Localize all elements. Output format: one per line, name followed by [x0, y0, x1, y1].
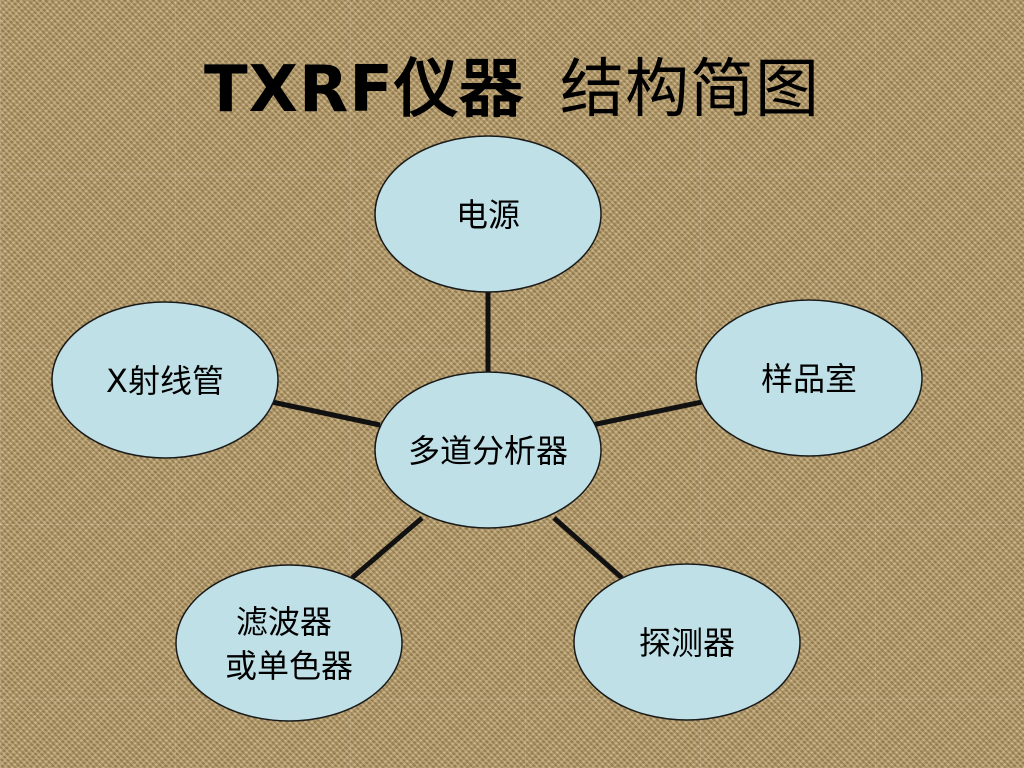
edge-sample-chamber: [591, 399, 703, 428]
node-xray-tube: X射线管: [51, 301, 279, 459]
node-filter-label: 滤波器 或单色器: [225, 603, 353, 685]
node-sample-chamber: 样品室: [695, 299, 923, 457]
node-filter: 滤波器 或单色器: [175, 564, 403, 722]
node-detector-line-1: 探测器: [639, 624, 735, 662]
node-analyzer-label: 多道分析器: [408, 432, 568, 470]
node-filter-shape: [175, 564, 403, 722]
node-power-shape: [374, 135, 602, 293]
edge-filter: [350, 516, 424, 580]
title-sub: 结构简图: [560, 53, 820, 127]
node-analyzer-shape: [374, 371, 602, 529]
node-detector: 探测器: [573, 563, 801, 721]
edge-xray-tube: [271, 399, 381, 428]
node-sample-chamber-label: 样品室: [761, 360, 857, 398]
node-power-line-1: 电源: [456, 196, 520, 234]
node-filter-line-1: 滤波器: [236, 603, 332, 641]
node-power: 电源: [374, 135, 602, 293]
edges: [271, 290, 703, 580]
node-xray-tube-label: X射线管: [106, 362, 224, 400]
node-detector-shape: [573, 563, 801, 721]
edge-detector: [552, 516, 624, 580]
node-filter-line-2: 或单色器: [225, 647, 353, 685]
node-sample-chamber-shape: [695, 299, 923, 457]
page-title: TXRF仪器结构简图: [0, 58, 1024, 122]
node-xray-tube-line-1: X射线管: [106, 362, 224, 400]
node-power-label: 电源: [456, 196, 520, 234]
node-detector-label: 探测器: [639, 624, 735, 662]
node-xray-tube-shape: [51, 301, 279, 459]
node-analyzer: 多道分析器: [374, 371, 602, 529]
node-analyzer-line-1: 多道分析器: [408, 432, 568, 470]
node-sample-chamber-line-1: 样品室: [761, 360, 857, 398]
title-main: TXRF仪器: [204, 53, 524, 127]
